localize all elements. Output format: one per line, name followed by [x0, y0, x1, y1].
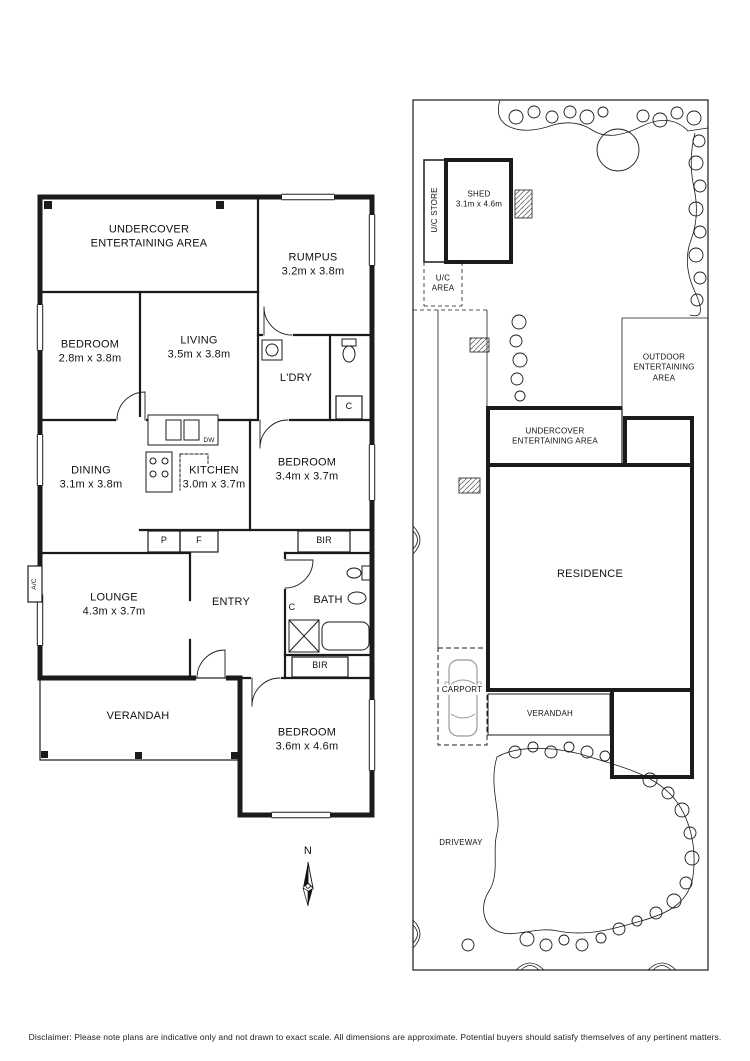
tree-icons-mid: [509, 314, 528, 402]
verandah-outline: [39, 677, 241, 761]
room-label-laundry: L'DRY: [279, 371, 313, 384]
label-dishwasher: DW: [203, 436, 215, 444]
label-bir2: BIR: [312, 660, 328, 671]
house-floorplan-drawing: [27, 193, 376, 819]
room-label-kitchen: KITCHEN 3.0m x 3.7m: [180, 463, 248, 493]
door-swings: [116, 306, 314, 707]
room-label-dining: DINING 3.1m x 3.8m: [59, 464, 123, 491]
windows: [36, 193, 376, 819]
room-label-bath: BATH: [313, 593, 343, 606]
room-label-undercover: UNDERCOVER ENTERTAINING AREA: [90, 223, 208, 250]
label-cupboard2: C: [288, 602, 296, 613]
tree-icons-top: [508, 105, 702, 172]
site-label-uc-store: U/C STORE: [429, 187, 439, 233]
room-label-bedroom3: BEDROOM 3.6m x 4.6m: [275, 726, 339, 753]
site-label-uc-area: U/C AREA: [431, 273, 455, 293]
room-label-bedroom2: BEDROOM 3.4m x 3.7m: [275, 456, 339, 483]
room-label-bedroom1: BEDROOM 2.8m x 3.8m: [58, 338, 122, 365]
room-label-entry: ENTRY: [211, 595, 251, 608]
site-label-verandah: VERANDAH: [526, 708, 574, 718]
label-fridge: F: [196, 535, 202, 546]
site-label-residence: RESIDENCE: [557, 567, 623, 580]
label-bir1: BIR: [316, 535, 332, 546]
label-pantry: P: [160, 535, 168, 546]
site-label-carport: CARPORT: [439, 684, 485, 696]
car-icon: [444, 659, 482, 737]
tree-icons-bottom: [461, 741, 700, 952]
label-cupboard1: C: [345, 401, 353, 412]
compass-icon: [302, 861, 314, 907]
disclaimer-text: Disclaimer: Please note plans are indica…: [28, 1032, 722, 1042]
room-label-living: LIVING 3.5m x 3.8m: [167, 334, 231, 361]
site-label-shed: SHED 3.1m x 4.6m: [455, 189, 503, 209]
crossover-marks: [412, 525, 677, 971]
residence-outline: [486, 416, 694, 779]
site-plan-drawing: [412, 99, 709, 971]
bathroom-fixtures: [288, 565, 371, 653]
tree-icons-right: [688, 134, 707, 307]
laundry-fixtures: [261, 338, 357, 363]
posts: [44, 201, 224, 209]
kitchen-fixtures: [145, 414, 219, 493]
site-label-undercover: UNDERCOVER ENTERTAINING AREA: [512, 426, 598, 446]
site-label-driveway: DRIVEWAY: [439, 837, 483, 847]
room-label-verandah: VERANDAH: [106, 709, 170, 722]
room-label-lounge: LOUNGE 4.3m x 3.7m: [82, 591, 146, 618]
compass-north-label: N: [303, 844, 313, 857]
site-label-outdoor: OUTDOOR ENTERTAINING AREA: [633, 352, 695, 383]
closets: [27, 395, 363, 678]
door-gaps: [116, 332, 293, 682]
room-label-rumpus: RUMPUS 3.2m x 3.8m: [281, 251, 345, 278]
label-aircon: A/C: [30, 578, 38, 590]
